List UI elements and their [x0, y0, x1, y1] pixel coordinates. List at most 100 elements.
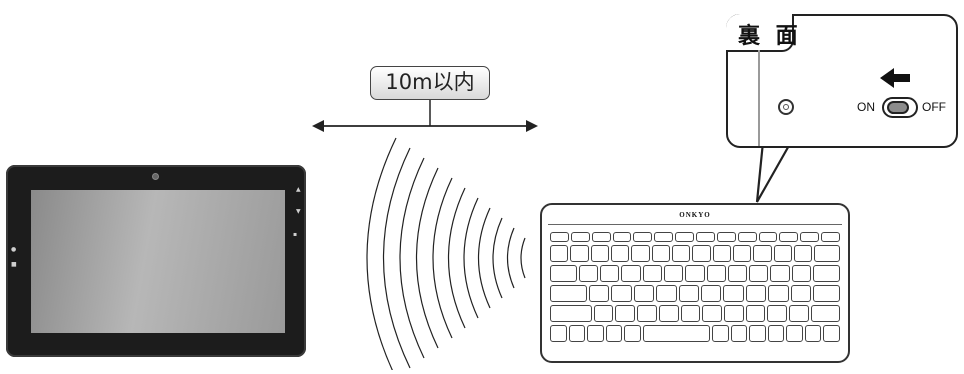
keyboard-brand: ONKYO [679, 211, 711, 219]
key [664, 265, 684, 282]
key [767, 325, 785, 342]
key [615, 305, 636, 322]
power-switch [882, 97, 918, 118]
key [672, 245, 691, 262]
tablet-button-icon: ■ [11, 261, 17, 268]
tablet-button-icon: ▼ [296, 208, 301, 215]
key [600, 265, 620, 282]
tablet-screen [31, 190, 285, 333]
key [550, 245, 569, 262]
key [706, 265, 726, 282]
key [692, 245, 711, 262]
key [685, 265, 705, 282]
key [749, 325, 766, 342]
key [633, 232, 653, 242]
key [588, 285, 610, 302]
key [745, 305, 766, 322]
key [813, 265, 840, 282]
keyboard-keys [550, 232, 841, 345]
key [656, 285, 677, 302]
left-arrow-icon [880, 68, 910, 88]
wireless-waves-icon [366, 137, 526, 370]
key [712, 245, 732, 262]
key [550, 325, 567, 342]
back-side-callout: 裏 面 ON OFF [726, 14, 958, 148]
key [779, 232, 799, 242]
key-row [550, 305, 841, 322]
key [723, 285, 744, 302]
key [631, 245, 650, 262]
key [791, 265, 812, 282]
switch-on-label: ON [857, 100, 875, 114]
key [786, 325, 803, 342]
key [605, 325, 623, 342]
tablet-button-icon: ▪ [293, 231, 298, 238]
camera-icon [152, 173, 159, 180]
reset-hole-icon [778, 99, 794, 115]
key [770, 265, 790, 282]
key [794, 245, 813, 262]
key-row [550, 285, 841, 302]
key-row [550, 265, 840, 282]
key [702, 305, 723, 322]
key [550, 305, 592, 322]
key [568, 325, 586, 342]
key [804, 325, 822, 342]
callout-title-tab [726, 14, 794, 52]
key [733, 245, 752, 262]
key [612, 232, 632, 242]
key-row [550, 232, 841, 242]
key [658, 305, 679, 322]
key [737, 232, 757, 242]
key [675, 232, 695, 242]
key [753, 245, 772, 262]
key [570, 245, 589, 262]
key [651, 245, 671, 262]
callout-pointer [755, 140, 793, 203]
keyboard-top-edge [548, 224, 842, 225]
key [593, 305, 614, 322]
key [773, 245, 793, 262]
key [711, 325, 729, 342]
key [790, 285, 812, 302]
distance-label: 10m以内 [370, 66, 490, 100]
key [700, 285, 722, 302]
key [800, 232, 820, 242]
key [550, 285, 587, 302]
key [724, 305, 744, 322]
key [716, 232, 736, 242]
key [611, 285, 632, 302]
key [550, 265, 577, 282]
key [696, 232, 715, 242]
key [821, 232, 841, 242]
key [611, 245, 630, 262]
switch-off-label: OFF [922, 100, 946, 114]
key [633, 285, 655, 302]
key [814, 245, 840, 262]
key [654, 232, 674, 242]
key [813, 285, 841, 302]
key [578, 265, 599, 282]
key [749, 265, 769, 282]
space-key [642, 325, 710, 342]
keyboard-device: ONKYO [540, 203, 850, 363]
key [680, 305, 701, 322]
key [570, 232, 590, 242]
key-row [550, 325, 841, 342]
key [591, 232, 611, 242]
panel-edge [758, 50, 760, 146]
key [587, 325, 604, 342]
key [810, 305, 841, 322]
key [590, 245, 610, 262]
key [730, 325, 748, 342]
key-row [550, 245, 840, 262]
key [624, 325, 641, 342]
key [789, 305, 809, 322]
tablet-device: ▲ ▼ ▪ ● ■ [6, 165, 306, 357]
key [727, 265, 748, 282]
key [758, 232, 778, 242]
key [621, 265, 641, 282]
key [745, 285, 767, 302]
key [767, 305, 788, 322]
tablet-button-icon: ▲ [296, 186, 301, 193]
